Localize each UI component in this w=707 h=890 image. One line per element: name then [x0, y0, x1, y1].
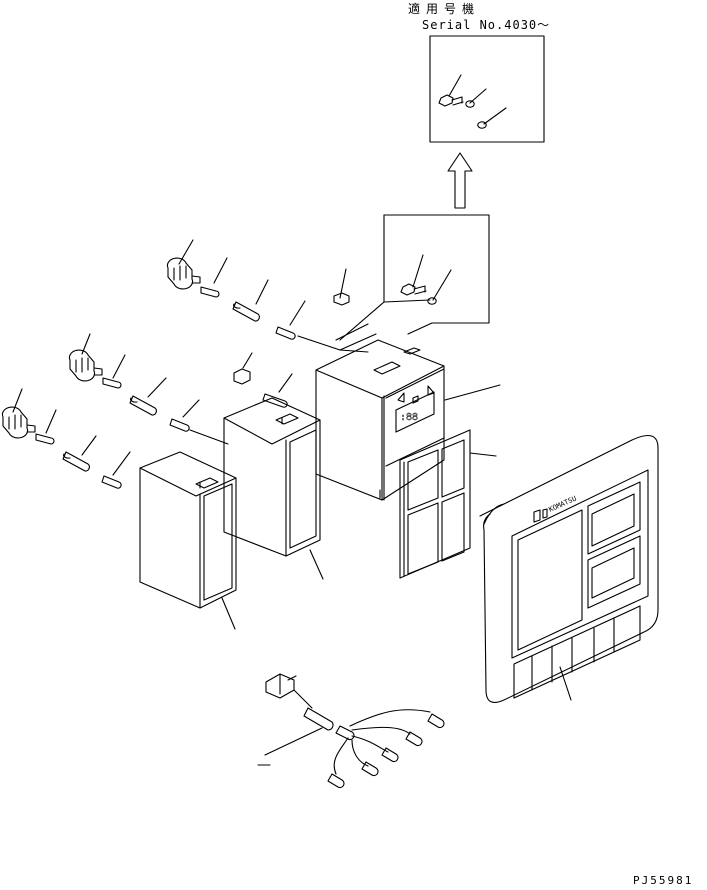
mid-inset-box: [340, 215, 489, 340]
connector-row-3: [2, 407, 121, 488]
controller-module-front: [140, 452, 236, 608]
up-arrow-icon: [448, 153, 472, 208]
applicable-unit-label: 適用号機: [408, 2, 481, 16]
leader-lines: [13, 240, 571, 765]
connector-row-1: [167, 258, 368, 352]
front-panel-cover: KOMATSU: [480, 436, 658, 703]
serial-number-label: Serial No.4030～: [422, 18, 551, 32]
wiring-harness: [266, 674, 444, 788]
svg-text::88: :88: [400, 412, 418, 423]
controller-module-mid: [224, 398, 320, 556]
connector-row-2: [69, 350, 287, 444]
drawing-code: PJ55981: [633, 874, 694, 887]
serial-inset-box: [430, 36, 544, 142]
controller-unit-large: :88: [316, 324, 444, 500]
gasket-frame: [400, 430, 470, 578]
